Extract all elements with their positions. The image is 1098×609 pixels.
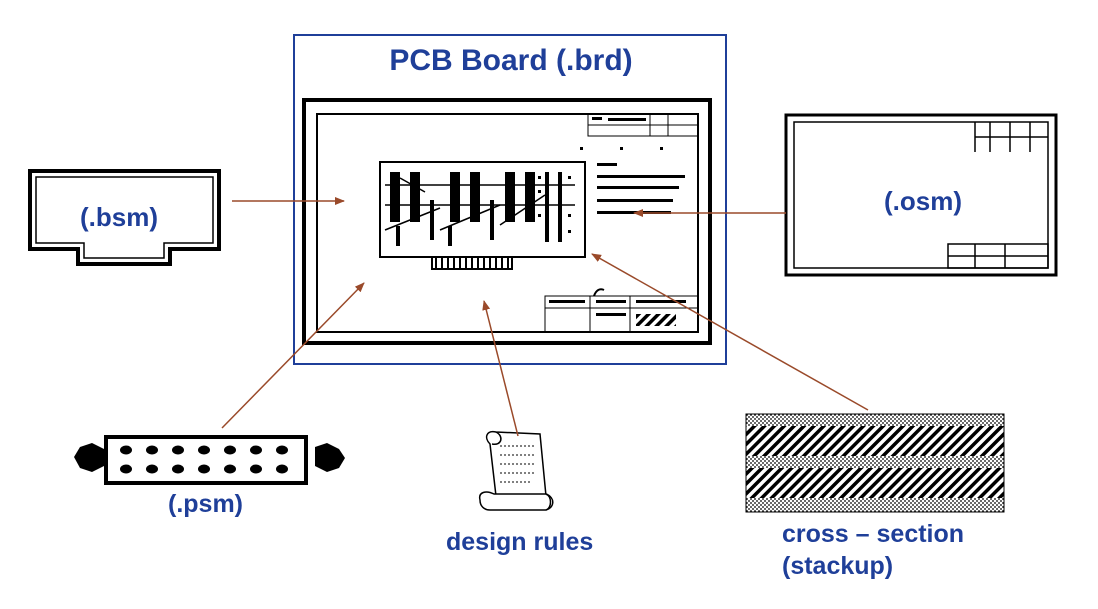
psm-label: (.psm): [168, 490, 243, 518]
psm-symbol: [74, 435, 345, 485]
board-title-block-top: [560, 113, 699, 150]
pcb-board-frame: [293, 34, 727, 365]
relationship-arrows: [221, 197, 869, 437]
pcb-board-title: PCB Board (.brd): [389, 44, 633, 77]
cross-section-label-line2: (stackup): [782, 552, 894, 580]
arrow-rules-to-board: [482, 300, 519, 437]
cross-section-stackup-icon: [745, 413, 1005, 513]
bsm-symbol: [28, 169, 221, 266]
board-title-block-bottom: [544, 288, 699, 333]
bsm-label: (.bsm): [80, 202, 158, 232]
cross-section-label: cross – section (stackup): [782, 518, 964, 582]
cross-section-label-line1: cross – section: [782, 520, 965, 548]
osm-label: (.osm): [884, 186, 962, 216]
board-notes: [597, 163, 685, 214]
osm-symbol: [784, 113, 1058, 277]
design-rules-label: design rules: [446, 528, 594, 556]
design-rules-scroll-icon: [478, 430, 554, 511]
arrow-psm-to-board: [221, 282, 365, 429]
board-circuit-drawing: [379, 161, 586, 270]
arrow-stackup-to-board: [591, 253, 869, 411]
